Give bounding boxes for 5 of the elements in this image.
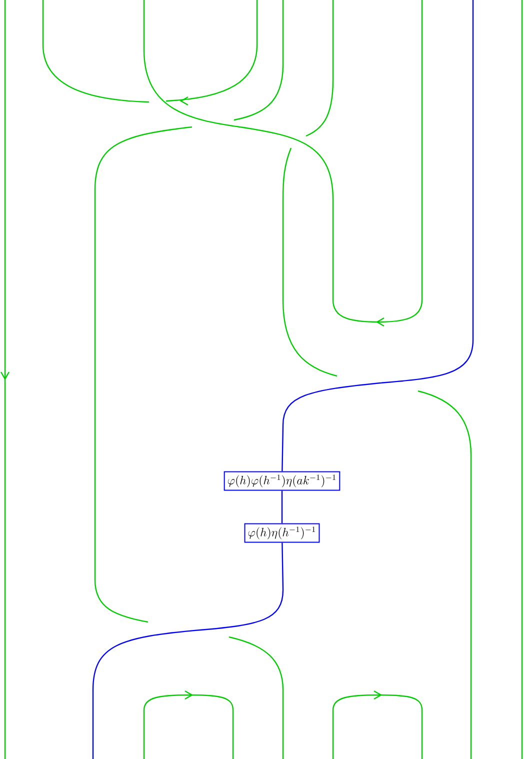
strand: [282, 0, 474, 472]
strand: [281, 490, 283, 524]
formula-box: $\varphi(h)\eta(h^{-1})^{-1}$: [244, 523, 320, 543]
formula-box: $\varphi(h)\varphi(h^{-1})\eta(ak^{-1})^{-1}$: [224, 471, 340, 491]
strand: [92, 542, 284, 759]
